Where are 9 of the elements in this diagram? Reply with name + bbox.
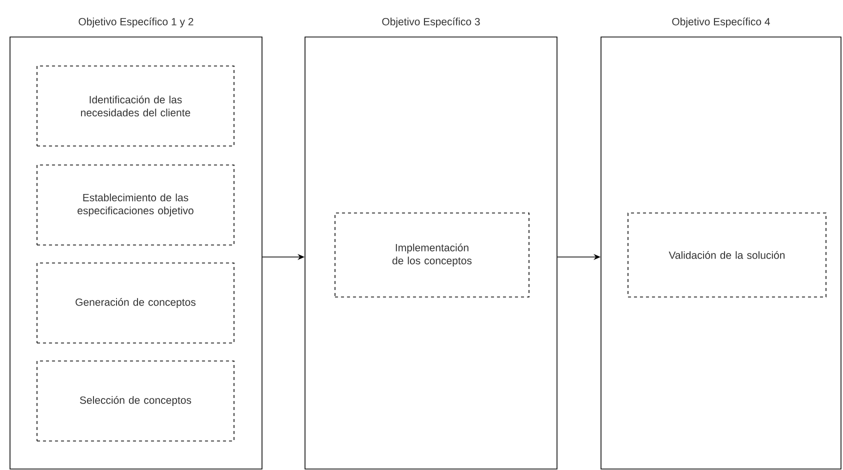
process-box: Generación de conceptos [36, 262, 234, 344]
process-box: Establecimiento de las especificaciones objetivo [36, 164, 234, 246]
process-box: Implementación de los conceptos [334, 212, 530, 298]
process-box: Identificación de las necesidades del cliente [36, 66, 234, 146]
process-box: Selección de conceptos [36, 360, 234, 442]
column-heading: Objetivo Específico 4 [672, 18, 770, 28]
process-box: Validación de la solución [628, 212, 826, 298]
column-heading: Objetivo Específico 1 y 2 [78, 18, 194, 28]
column-heading: Objetivo Específico 3 [382, 18, 480, 28]
